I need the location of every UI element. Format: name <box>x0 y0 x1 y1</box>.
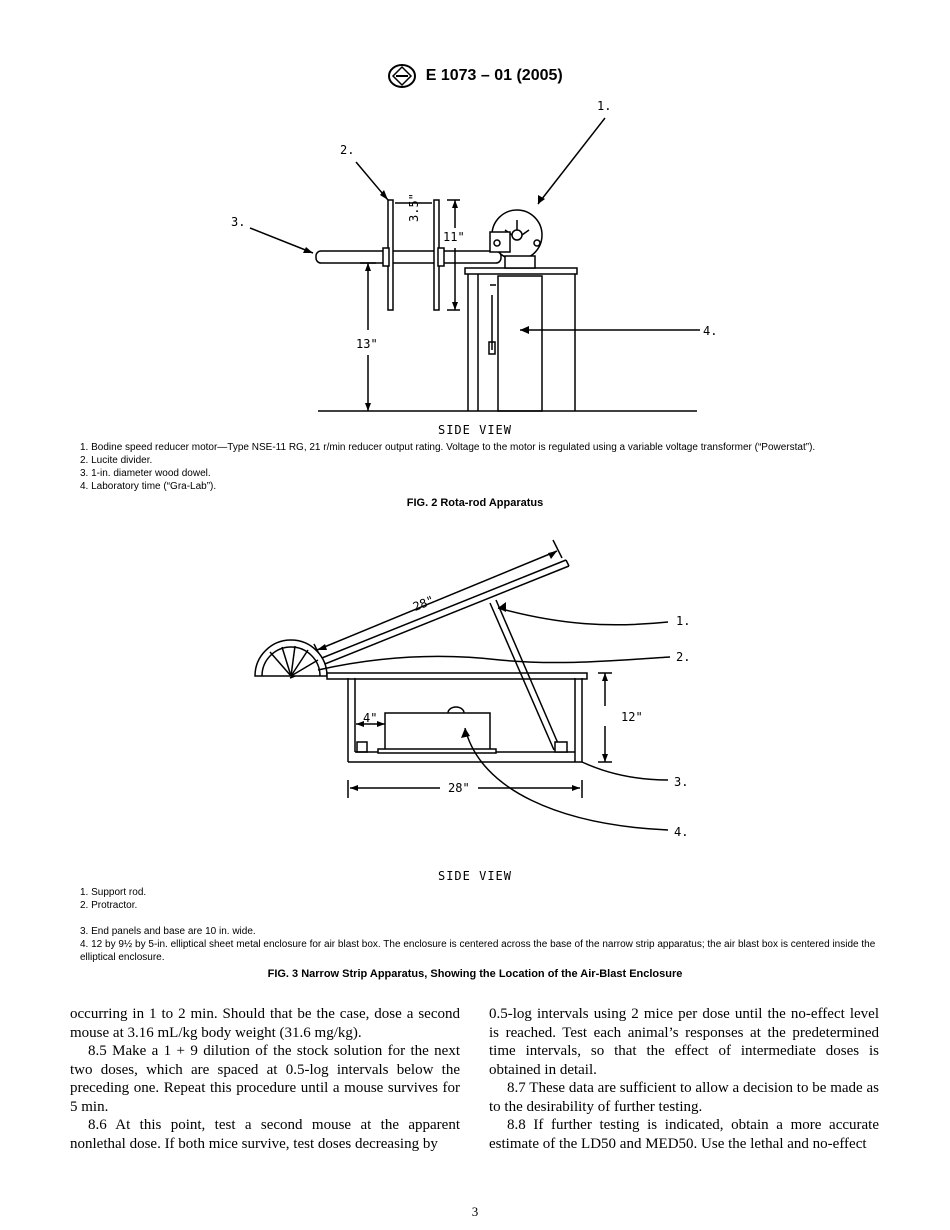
fig2-dim-3-5: 3.5" <box>407 193 421 222</box>
designation: E 1073 – 01 (2005) <box>425 67 563 84</box>
right-paragraph-2: 8.7 These data are sufficient to allow a… <box>489 1080 879 1115</box>
fig2-legend-4: 4. Laboratory time (“Gra-Lab”). <box>80 481 217 492</box>
fig3-drawing: 28" 1. 2. 3. 4. 12" 4" 28" <box>254 539 690 839</box>
body-right-column: 0.5-log intervals using 2 mice per dose … <box>489 1005 879 1153</box>
fig3-dim-4: 4" <box>363 711 377 725</box>
body-left-column: occurring in 1 to 2 min. Should that be … <box>70 1005 460 1153</box>
fig2-legend: 1. Bodine speed reducer motor—Type NSE-1… <box>70 441 890 493</box>
fig2-label-3: 3. <box>231 215 245 229</box>
fig2-label-1: 1. <box>597 99 611 113</box>
fig3-dim-28-strip: 28" <box>411 593 436 614</box>
fig2-dim-11: 11" <box>443 230 465 244</box>
fig2-label-2: 2. <box>340 143 354 157</box>
fig3-legend-2: 2. Protractor. <box>80 900 138 911</box>
fig2-drawing: 1. 2. 3. 4. 3.5" 11" 13" <box>231 99 717 412</box>
fig2-legend-1: 1. Bodine speed reducer motor—Type NSE-1… <box>80 442 816 453</box>
left-paragraph-2: 8.5 Make a 1 + 9 dilution of the stock s… <box>70 1043 460 1115</box>
left-paragraph-1: occurring in 1 to 2 min. Should that be … <box>70 1006 460 1041</box>
fig3-legend-3: 3. End panels and base are 10 in. wide. <box>80 926 256 937</box>
fig2-side-view: SIDE VIEW <box>437 423 513 437</box>
fig3-side-view: SIDE VIEW <box>437 869 513 883</box>
left-paragraph-3: 8.6 At this point, test a second mouse a… <box>70 1117 460 1152</box>
fig3-title: FIG. 3 Narrow Strip Apparatus, Showing t… <box>267 968 683 980</box>
right-paragraph-3: 8.8 If further testing is indicated, obt… <box>489 1117 879 1152</box>
fig2-dim-13: 13" <box>356 337 378 351</box>
fig3-dim-28-base: 28" <box>448 781 470 795</box>
page-header: E 1073 – 01 (2005) <box>0 63 950 89</box>
fig3-label-3: 3. <box>674 775 688 789</box>
fig3-dim-12: 12" <box>621 710 643 724</box>
fig2-title: FIG. 2 Rota-rod Apparatus <box>406 497 544 509</box>
page-number: 3 <box>471 1204 479 1219</box>
fig2-label-4: 4. <box>703 324 717 338</box>
fig3-label-4: 4. <box>674 825 688 839</box>
fig3-label-1: 1. <box>676 614 690 628</box>
fig2-legend-3: 3. 1-in. diameter wood dowel. <box>80 468 211 479</box>
fig2-legend-2: 2. Lucite divider. <box>80 455 153 466</box>
fig3-legend: 1. Support rod. 2. Protractor. 3. End pa… <box>70 886 890 964</box>
fig3-legend-1: 1. Support rod. <box>80 887 147 898</box>
right-paragraph-1: 0.5-log intervals using 2 mice per dose … <box>489 1006 879 1078</box>
fig3-legend-4: 4. 12 by 9½ by 5-in. elliptical sheet me… <box>80 939 876 963</box>
fig3-label-2: 2. <box>676 650 690 664</box>
astm-logo-icon <box>388 64 417 88</box>
